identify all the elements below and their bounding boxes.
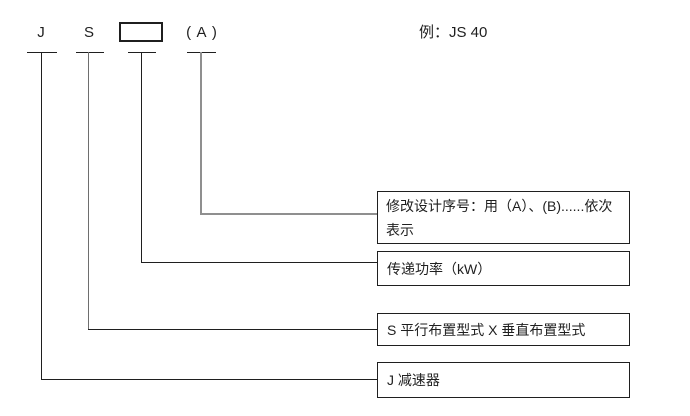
connector-vertical-placeholder xyxy=(141,52,142,263)
connector-horizontal-placeholder xyxy=(141,262,377,263)
annotation-arrangement-label: S 平行布置型式 X 垂直布置型式 xyxy=(387,321,586,338)
annotation-reducer-label: J 减速器 xyxy=(387,372,440,388)
annotation-box-power: 传递功率（kW） xyxy=(377,251,630,286)
code-letter-s: S xyxy=(83,24,94,41)
connector-horizontal-s xyxy=(88,329,377,330)
code-placeholder-box xyxy=(119,22,163,42)
connector-vertical-j xyxy=(41,52,42,380)
annotation-design-serial-line1: 修改设计序号：用（A）、(B)......依次 xyxy=(386,198,613,214)
connector-horizontal-suffix xyxy=(200,213,377,215)
connector-vertical-s xyxy=(88,52,89,330)
annotation-box-design-serial: 修改设计序号：用（A）、(B)......依次 表示 xyxy=(377,191,630,244)
code-suffix-a: ( A ) xyxy=(186,24,218,41)
connector-cap-placeholder xyxy=(128,52,156,53)
annotation-design-serial-line2: 表示 xyxy=(386,222,414,238)
annotation-power-label: 传递功率（kW） xyxy=(387,260,492,277)
annotation-box-arrangement: S 平行布置型式 X 垂直布置型式 xyxy=(377,313,630,346)
connector-cap-s xyxy=(76,52,104,53)
code-letter-j: J xyxy=(37,24,45,41)
connector-cap-j xyxy=(27,52,57,53)
connector-horizontal-j xyxy=(41,379,377,380)
connector-vertical-suffix xyxy=(200,52,202,215)
example-text: 例：JS 40 xyxy=(419,24,488,41)
annotation-box-reducer: J 减速器 xyxy=(377,362,630,398)
